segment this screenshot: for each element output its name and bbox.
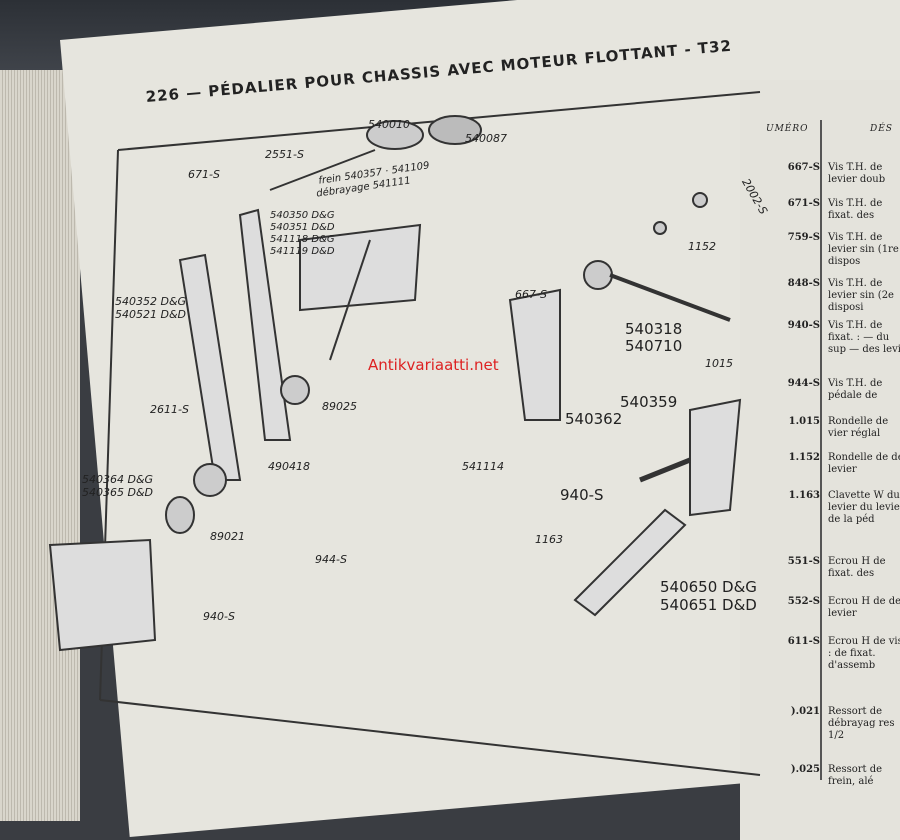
part-label: 540087 [465,132,507,145]
part-label: 490418 [268,460,310,473]
part-description: Clavette W du levier du levier de la péd [828,490,900,525]
part-number: 611-S [787,636,820,647]
part-label: 89021 [210,530,245,543]
lever-540362 [508,288,561,421]
part-label: 540010 [368,118,410,131]
part-label: 540710 [625,337,683,355]
part-number: 759-S [787,232,820,243]
part-label: 541118 D&G [270,234,335,245]
part-label: 1152 [688,240,716,253]
part-description: Rondelle de de levier [828,452,900,475]
part-label: 540364 D&G [82,473,154,486]
table-header-number: UMÉRO [766,124,809,134]
table-header-description: DÉS [870,124,893,134]
part-label: 540351 D&D [270,222,335,233]
part-label: 540650 D&G [660,578,757,596]
part-description: Vis T.H. de fixat. des [828,198,883,221]
shaft-540650 [573,508,687,617]
part-label: 541114 [462,460,504,473]
part-label: 540521 D&D [115,308,187,321]
pedal-lever-2 [238,208,292,441]
part-label: 540359 [620,393,678,411]
pedal-pad [366,120,424,150]
part-label: 2611-S [150,403,189,416]
part-description: Rondelle de vier réglal [828,416,889,439]
part-label: 940-S [560,486,604,504]
part-label: 540362 [565,410,623,428]
part-description: Vis T.H. de levier sin (2e disposi [828,278,894,313]
part-label: 1163 [535,533,563,546]
part-description: Vis T.H. de levier doub [828,162,886,185]
lever-540359 [689,398,742,517]
pedal-lever-1 [178,253,242,481]
frame-bottom-line [99,699,761,776]
part-label: 540651 D&D [660,596,757,614]
part-number: 1.015 [788,416,820,427]
support-bracket [48,538,157,652]
parts-table: UMÉRO DÉS 667-S Vis T.H. de levier doub 6… [760,120,900,820]
part-number: 944-S [787,378,820,389]
part-label: 540350 D&G [270,210,335,221]
part-description: Vis T.H. de levier sin (1re dispos [828,232,899,267]
part-description: Ecrou H de de levier [828,596,900,619]
book-page-edges [0,70,80,821]
part-description: Ressort de frein, alé [828,764,883,787]
part-description: Ecrou H de vis : de fixat. d'assemb [828,636,900,671]
part-number: ).025 [790,764,820,775]
part-description: Ecrou H de fixat. des [828,556,886,579]
part-number: 1.152 [788,452,820,463]
part-number: 671-S [787,198,820,209]
table-divider [820,120,822,780]
pedal-pad-2 [428,115,482,145]
spring [165,496,195,534]
part-label: 2551-S [265,148,304,161]
part-label: 540365 D&D [82,486,154,499]
part-description: Vis T.H. de fixat. : — du sup — des levi [828,320,900,355]
part-label: 944-S [315,553,347,566]
part-description: Vis T.H. de pédale de [828,378,883,401]
part-label: 940-S [203,610,235,623]
part-label: 1015 [705,357,733,370]
part-label: 541119 D&D [270,246,335,257]
part-label: 89025 [322,400,357,413]
part-number: 552-S [787,596,820,607]
part-label: 667-S [515,288,547,301]
part-label: 671-S [188,168,220,181]
part-number: 551-S [787,556,820,567]
part-description: Ressort de débrayag res 1/2 [828,706,895,741]
parts-diagram [48,91,761,776]
watermark: Antikvariaatti.net [368,356,499,374]
part-number: 667-S [787,162,820,173]
part-label: 540318 [625,320,683,338]
part-number: 848-S [787,278,820,289]
part-number: ).021 [790,706,820,717]
part-number: 1.163 [788,490,820,501]
part-label: 540352 D&G [115,295,187,308]
part-number: 940-S [787,320,820,331]
